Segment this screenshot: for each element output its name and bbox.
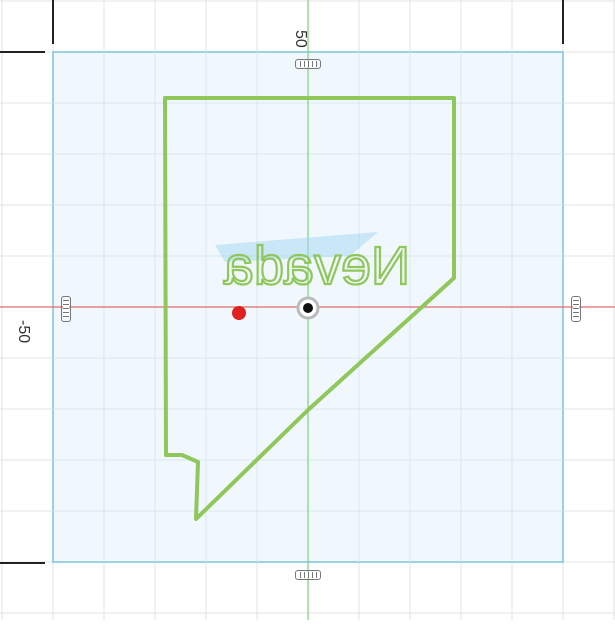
nevada-outline[interactable] xyxy=(163,96,456,521)
resize-handle-icon[interactable] xyxy=(61,296,71,322)
resize-handle-icon[interactable] xyxy=(295,570,321,580)
text-highlight xyxy=(215,232,378,262)
axis-label-left: -50 xyxy=(15,320,32,344)
point-marker[interactable] xyxy=(232,306,246,320)
sketch-text[interactable]: Nevada xyxy=(222,235,411,297)
axis-label-top: 50 xyxy=(292,30,309,48)
resize-handle-icon[interactable] xyxy=(571,296,581,322)
origin-icon[interactable] xyxy=(296,296,320,320)
sketch-text-group[interactable]: Nevada xyxy=(222,235,411,297)
resize-handle-icon[interactable] xyxy=(295,59,321,69)
